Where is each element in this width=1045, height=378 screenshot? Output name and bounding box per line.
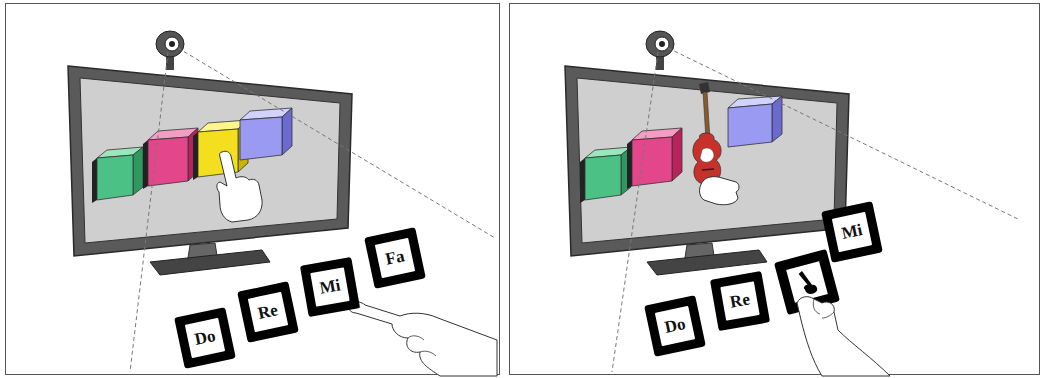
marker-inner: Re: [720, 281, 759, 320]
marker-label: Mi: [840, 221, 864, 244]
camera-view-line: [130, 52, 168, 372]
monitor-screen: [80, 78, 340, 243]
guitar-pickguard: [700, 148, 714, 162]
cube-side: [282, 108, 292, 155]
user-hand: [797, 297, 890, 376]
cube-front: [728, 104, 772, 147]
marker-card: Mi: [821, 201, 883, 263]
marker-card: Mi: [300, 257, 360, 317]
user-hand: [349, 302, 497, 376]
monitor-base: [150, 250, 270, 275]
cube-side: [188, 128, 198, 181]
monitor: [565, 66, 849, 275]
marker-inner: Mi: [832, 212, 872, 252]
marker-card: Re: [237, 281, 299, 343]
marker-label: Fa: [384, 247, 406, 269]
webcam-lens: [165, 37, 179, 51]
marker-inner: Do: [185, 318, 225, 358]
cube-shadow: [92, 158, 97, 203]
monitor-screen: [577, 78, 837, 243]
cube-front: [585, 155, 621, 200]
hand-detail: [353, 305, 436, 356]
webcam-lens: [659, 41, 665, 47]
cube-shadow: [580, 158, 585, 203]
monitor-base: [647, 250, 767, 275]
monitor-frame: [68, 66, 352, 256]
webcam-body: [646, 31, 674, 57]
marker-card: Do: [174, 307, 236, 369]
panel-frame: [510, 4, 1040, 375]
virtual-cubes: [580, 96, 782, 203]
cube-front: [240, 117, 282, 160]
cube-side: [672, 128, 682, 181]
cube-front: [632, 137, 672, 186]
guitar-icon: [798, 268, 818, 296]
webcam-body: [156, 31, 184, 57]
webcam: [646, 31, 674, 70]
guitar-bridge: [702, 169, 714, 170]
marker-label: Re: [729, 290, 752, 312]
virtual-cubes: [92, 108, 292, 203]
marker-inner: Fa: [375, 238, 415, 278]
marker-label: Mi: [318, 276, 342, 298]
marker-label: Do: [193, 327, 217, 350]
cube-shadow: [143, 140, 148, 189]
marker-inner: Mi: [310, 267, 349, 306]
marker-card: Fa: [364, 227, 426, 289]
camera-view-line: [178, 48, 495, 238]
marker-inner: Do: [655, 306, 695, 346]
virtual-hand: [700, 177, 740, 205]
hand-detail: [813, 299, 834, 318]
cube-front: [97, 155, 133, 200]
cube-shadow: [627, 140, 632, 189]
webcam-lens: [169, 41, 175, 47]
webcam-lens: [655, 37, 669, 51]
cube-side: [133, 147, 143, 195]
marker-label: Do: [663, 315, 687, 338]
marker-inner: Re: [248, 292, 288, 332]
webcam: [156, 31, 184, 70]
cube-side: [772, 96, 782, 142]
cube-shadow: [193, 132, 198, 180]
monitor-frame: [565, 66, 849, 256]
camera-view-line: [668, 48, 1020, 220]
virtual-guitar: [693, 82, 721, 184]
marker-label: Re: [256, 301, 279, 323]
marker-card: Do: [644, 295, 706, 357]
virtual-hand: [217, 151, 262, 222]
cube-front: [148, 137, 188, 186]
monitor: [68, 66, 352, 275]
marker-card: Re: [710, 271, 770, 331]
